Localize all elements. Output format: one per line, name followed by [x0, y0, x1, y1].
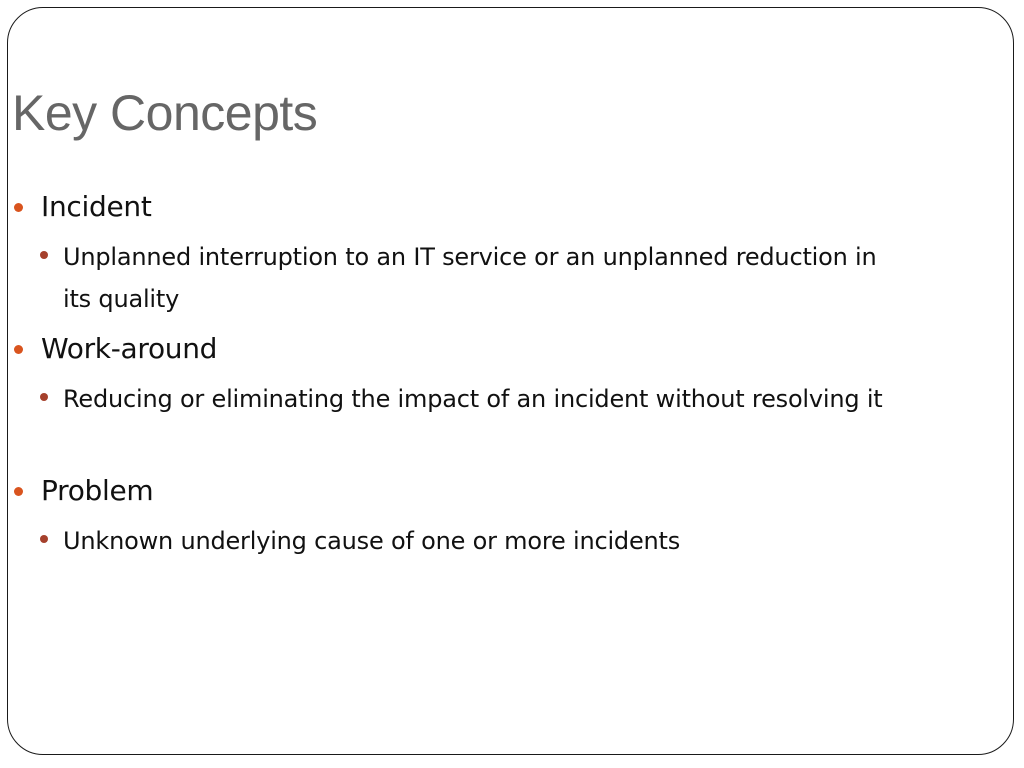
- definition-text: Reducing or eliminating the impact of an…: [63, 385, 883, 413]
- sub-bullet-icon: [40, 535, 48, 543]
- slide-title: Key Concepts: [12, 85, 318, 141]
- sub-bullet-icon: [40, 393, 48, 401]
- bullet-icon: [14, 345, 23, 354]
- term-label: Work-around: [41, 332, 218, 365]
- definition-text: Unknown underlying cause of one or more …: [63, 527, 681, 555]
- bullet-icon: [14, 203, 23, 212]
- term-label: Problem: [41, 474, 154, 507]
- term-label: Incident: [41, 190, 152, 223]
- sub-bullet-icon: [40, 251, 48, 259]
- slide-frame: [7, 7, 1014, 755]
- bullet-icon: [14, 487, 23, 496]
- definition-text: Unplanned interruption to an IT service …: [63, 243, 877, 313]
